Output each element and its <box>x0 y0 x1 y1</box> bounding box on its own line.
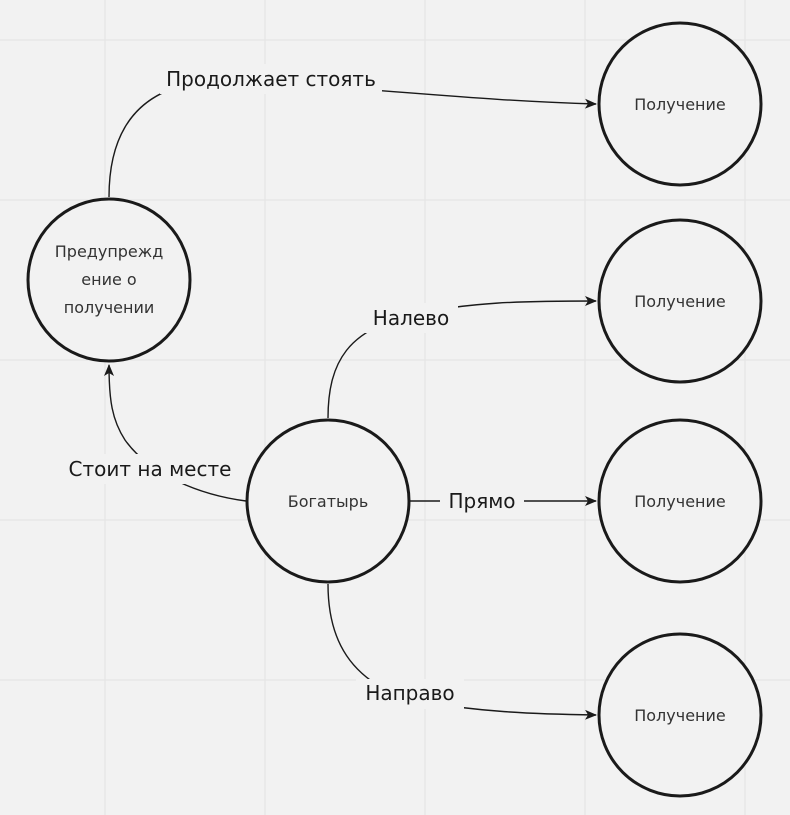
edge-label-straight: Прямо <box>448 489 515 513</box>
node-receipt-3[interactable]: Получение <box>597 418 763 584</box>
edge-label-right: Направо <box>365 681 454 705</box>
node-receipt-4-label: Получение <box>634 706 726 725</box>
node-hero-label: Богатырь <box>288 492 369 511</box>
node-receipt-3-label: Получение <box>634 492 726 511</box>
edge-stands-still[interactable] <box>104 364 247 502</box>
edge-label-keeps-standing: Продолжает стоять <box>166 67 376 91</box>
node-receipt-1-label: Получение <box>634 95 726 114</box>
node-receipt-4[interactable]: Получение <box>597 632 763 798</box>
node-warning-label-line-1: Предупрежд <box>55 242 164 261</box>
node-hero[interactable]: Богатырь <box>245 418 411 584</box>
node-receipt-2[interactable]: Получение <box>597 218 763 384</box>
node-warning-label-line-2: ение о <box>81 270 136 289</box>
node-receipt-2-label: Получение <box>634 292 726 311</box>
edge-label-left: Налево <box>373 306 449 330</box>
edge-keeps-standing[interactable] <box>108 81 597 198</box>
node-warning[interactable]: Предупрежд ение о получении <box>26 197 192 363</box>
node-receipt-1[interactable]: Получение <box>597 21 763 187</box>
edge-label-stands-still: Стоит на месте <box>69 457 232 481</box>
node-warning-label-line-3: получении <box>64 298 155 317</box>
